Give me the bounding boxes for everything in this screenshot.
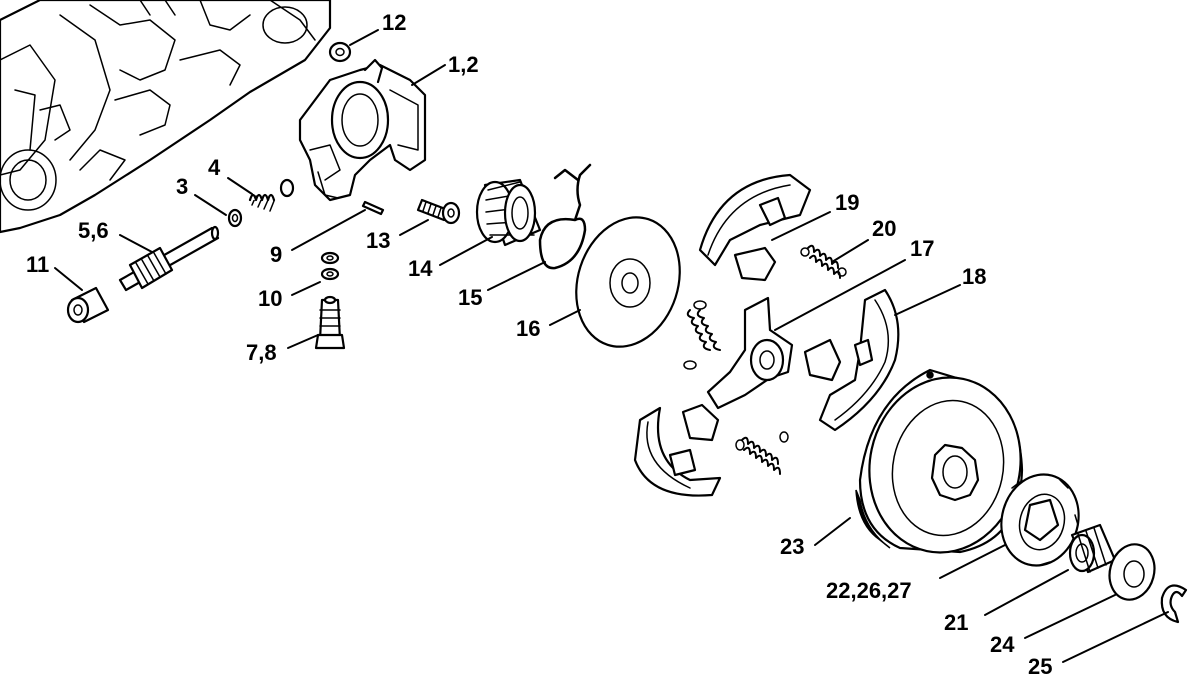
label-20: 20 [872,216,896,241]
engine-housing [0,0,332,234]
part-12-bush [328,41,352,63]
part-7-8-valve [314,295,346,350]
label-19: 19 [835,190,859,215]
part-ring-small [279,178,295,198]
part-4-spring [248,193,276,212]
clutch-shoe-top [698,173,812,267]
label-1-2: 1,2 [448,52,479,77]
part-19-shoe-pad [733,246,777,282]
label-9: 9 [270,242,282,267]
label-15: 15 [458,285,482,310]
label-21: 21 [944,610,968,635]
part-spring-left [683,300,721,370]
part-16-disc [575,216,681,348]
part-13-screw [416,198,461,225]
label-16: 16 [516,316,540,341]
part-17-clutch-carrier [706,296,794,410]
part-3-washer [227,208,243,228]
leader-lines [54,29,1169,663]
label-18: 18 [962,264,986,289]
part-15-wire-spring [538,163,592,270]
label-25: 25 [1028,654,1052,679]
part-25-e-clip [1160,584,1188,624]
label-11: 11 [26,252,49,277]
part-22-26-27-sprocket [1000,473,1080,567]
part-5-6-worm-shaft [118,225,220,292]
label-10: 10 [258,286,282,311]
part-11-sleeve [66,286,110,324]
part-24-washer [1108,543,1156,601]
part-10-o-rings [320,251,340,281]
part-clutch-shoe-bottom [633,406,722,497]
part-pad-bottom [681,403,720,442]
label-14: 14 [408,256,433,281]
label-7-8: 7,8 [246,340,277,365]
part-1-2-oil-pump [298,58,427,202]
part-23-clutch-drum [855,368,1024,554]
part-21-needle-cage [1068,523,1117,574]
part-20-spring [800,244,847,279]
label-13: 13 [366,228,390,253]
part-18-clutch-shoe [818,288,900,432]
label-23: 23 [780,534,804,559]
label-4: 4 [208,155,221,180]
label-5-6: 5,6 [78,218,109,243]
label-12: 12 [382,10,406,35]
label-24: 24 [990,632,1015,657]
part-14-worm-gear [475,178,542,247]
part-9-pin [361,200,385,216]
part-pad-right [803,338,842,382]
part-spring-bottom [735,431,789,475]
part-labels: 12 1,2 4 3 5,6 11 9 13 10 7,8 14 15 16 1… [26,10,1052,679]
label-22-26-27: 22,26,27 [826,578,912,603]
label-17: 17 [910,236,934,261]
label-3: 3 [176,174,188,199]
